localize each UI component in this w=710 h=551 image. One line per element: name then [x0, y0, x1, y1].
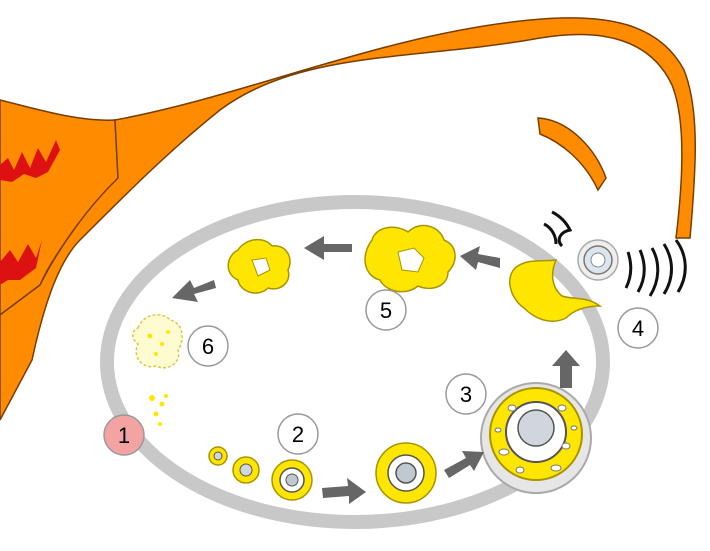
stage-badge-2: 2 — [277, 413, 319, 455]
fimbriae-icon — [543, 210, 687, 297]
arrow-icon — [552, 350, 580, 388]
fallopian-tube — [0, 17, 696, 421]
stage-4-ruptured-follicle — [509, 259, 603, 322]
regressing-corpus-luteum — [227, 238, 291, 294]
arrow-icon — [322, 478, 366, 504]
arrow-icon — [304, 236, 352, 260]
secondary-follicle — [375, 442, 437, 504]
svg-text:5: 5 — [380, 298, 392, 323]
stage-badge-1: 1 — [103, 414, 145, 456]
stage-2-follicles — [208, 446, 313, 501]
stage-5-corpus-luteum — [364, 224, 456, 293]
cycle-arrows — [172, 236, 580, 504]
stage-6-corpus-albicans — [132, 314, 183, 369]
svg-text:2: 2 — [292, 422, 304, 447]
svg-text:6: 6 — [202, 334, 214, 359]
svg-text:1: 1 — [118, 423, 130, 448]
svg-text:3: 3 — [460, 382, 472, 407]
stage-badge-4: 4 — [617, 307, 659, 349]
arrow-icon — [460, 246, 500, 270]
stage-1-granules — [149, 394, 168, 426]
arrow-icon — [172, 280, 216, 302]
svg-text:4: 4 — [632, 316, 644, 341]
uterus-lining-lower — [0, 240, 42, 285]
stage-3-mature-follicle — [480, 382, 592, 494]
stage-badge-6: 6 — [187, 325, 229, 367]
stage-badge-5: 5 — [365, 289, 407, 331]
ovary — [100, 195, 610, 529]
uterus-lining-upper — [0, 140, 60, 182]
tube-lower-branch — [537, 117, 607, 192]
oocyte — [577, 239, 619, 281]
arrow-icon — [444, 451, 484, 478]
stage-badge-3: 3 — [445, 373, 487, 415]
